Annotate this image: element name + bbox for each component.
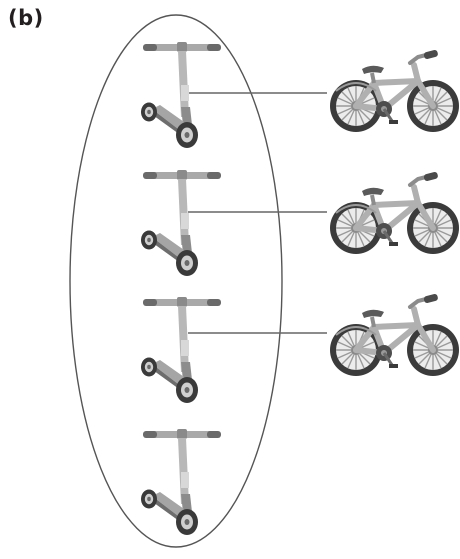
figure-label: (b) (8, 6, 44, 30)
bicycle-icon (330, 49, 459, 132)
scooter-icon (141, 170, 221, 276)
scooter-icon (141, 429, 221, 535)
scooter-icon (141, 42, 221, 148)
bicycle-icon (330, 171, 459, 254)
bicycle-icon (330, 293, 459, 376)
scooter-icon (141, 297, 221, 403)
set-ellipse (69, 14, 283, 548)
